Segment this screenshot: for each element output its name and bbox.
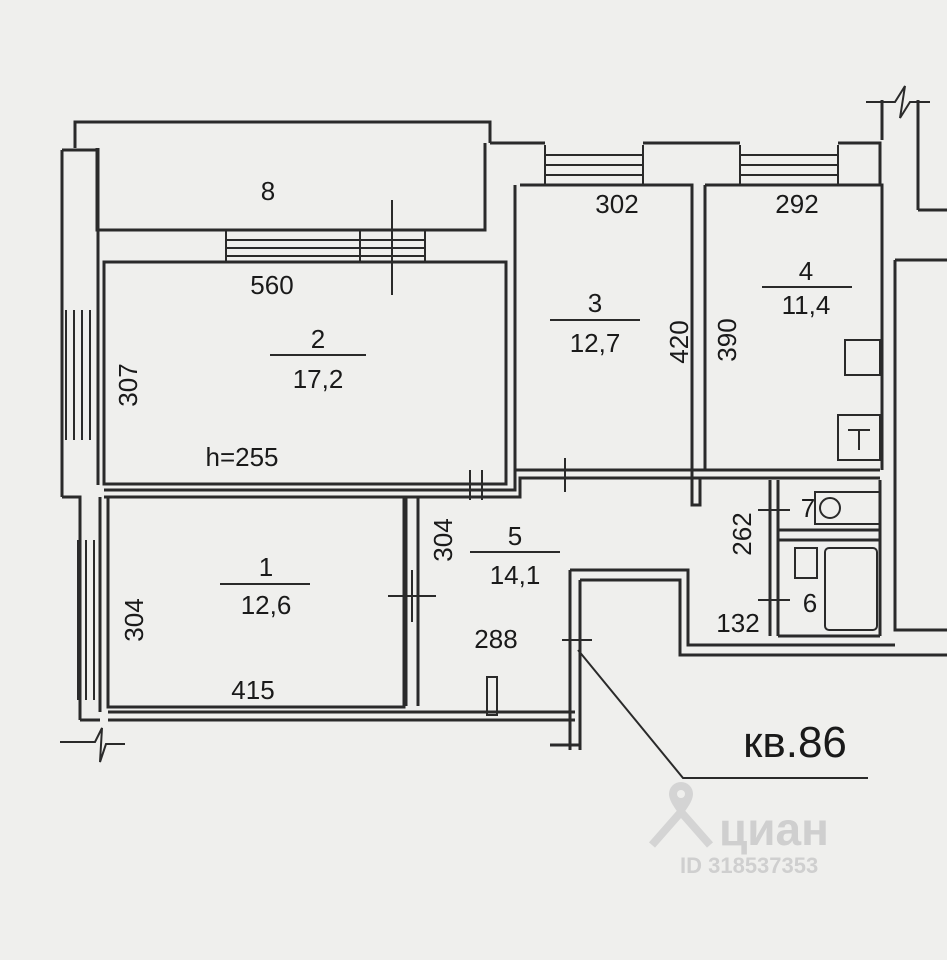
washbasin [794,547,818,579]
bathtub [824,547,878,631]
room-5-area: 14,1 [490,560,541,590]
room-8-number: 8 [261,176,275,206]
dim-bath-height: 262 [727,512,757,555]
location-pin-icon [669,782,693,816]
entry-door [562,639,868,779]
dim-room2-height: 307 [113,363,143,406]
apartment-label: кв.86 [743,718,847,767]
dim-room3-height: 420 [664,320,694,363]
break-mark-top-right [866,85,930,119]
door-room-1 [388,570,436,622]
left-wall-lower [80,497,102,722]
stove [844,339,881,376]
room-6-number: 6 [803,588,817,618]
right-outer-wall [880,100,947,632]
window-room-2 [225,230,426,262]
room-3-area: 12,7 [570,328,621,358]
toilet [814,491,881,525]
entry-niche [568,568,947,750]
walls [60,85,947,779]
dim-room3-width: 302 [595,189,638,219]
bathroom-walls [768,480,882,638]
ceiling-height: h=255 [205,442,278,472]
dimension-labels: 560 307 h=255 302 420 292 390 304 288 30… [113,189,819,705]
window-room-3 [544,145,644,185]
watermark: циан ID 318537353 [648,782,829,878]
room-labels: 8 2 17,2 3 12,7 4 11,4 5 14,1 1 12,6 7 6 [220,176,852,620]
sink-tap [848,429,870,450]
location-pin-dot [677,790,685,798]
dim-room2-width: 560 [250,270,293,300]
room-4-number: 4 [799,256,813,286]
partition-1-5 [404,497,420,706]
watermark-brand: циан [719,803,829,855]
window-room-4 [739,145,839,185]
room-4-area: 11,4 [782,290,831,320]
dim-hall-width: 288 [474,624,517,654]
dim-room4-height: 390 [712,318,742,361]
sink [837,414,881,461]
window-left-upper [65,310,91,440]
room-1-number: 1 [259,552,273,582]
dim-room1-width: 415 [231,675,274,705]
room-5-number: 5 [508,521,522,551]
room-1-area: 12,6 [241,590,292,620]
room-2-outline [102,260,508,486]
door-bath [758,509,790,601]
room-4-outline [490,141,884,470]
left-outer-wall [60,148,100,720]
room-3-outline [513,183,702,507]
dim-bath-width: 132 [716,608,759,638]
cian-logo-mark-icon [648,808,714,848]
room-1-bottom-wall [108,710,575,722]
dim-hall-height: 304 [428,518,458,561]
dim-room1-height: 304 [119,598,149,641]
window-left-lower [77,540,95,700]
room-7-number: 7 [801,493,815,523]
watermark-id: ID 318537353 [680,853,818,878]
room-2-area: 17,2 [293,364,344,394]
balcony-outline [73,120,492,232]
break-mark-bottom-left [60,727,125,763]
entry-column [486,676,498,716]
room-2-number: 2 [311,324,325,354]
room-3-number: 3 [588,288,602,318]
door-hall-left [469,470,483,500]
dim-room4-width: 292 [775,189,818,219]
